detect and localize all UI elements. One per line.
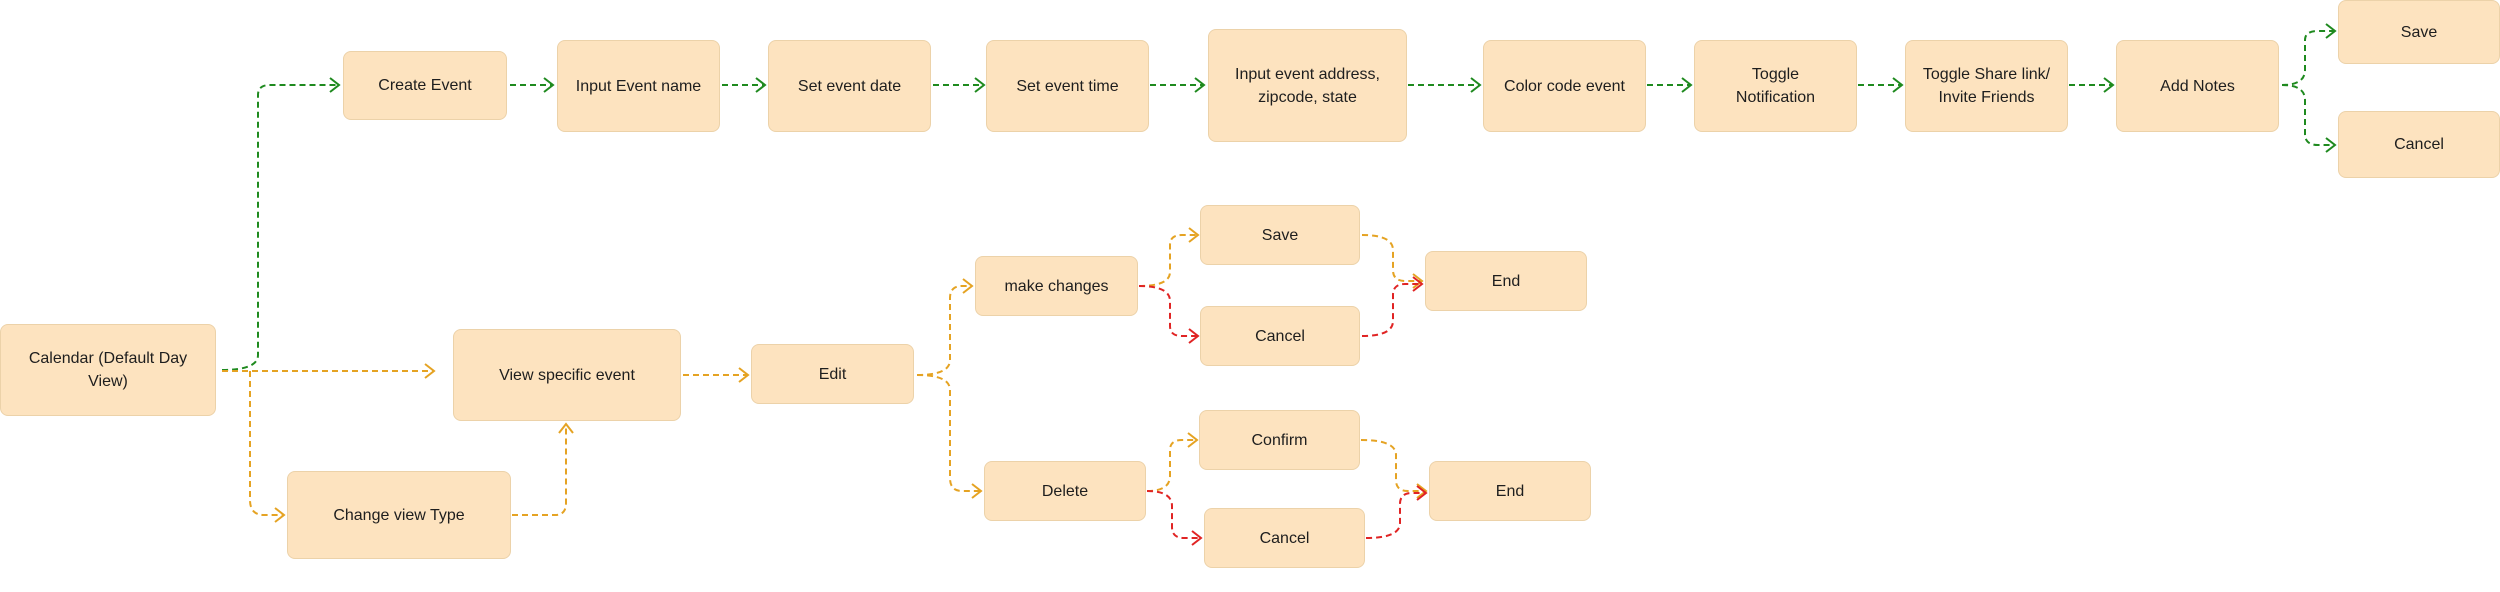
node-label: Input event address, zipcode, state xyxy=(1235,65,1380,106)
node-label: make changes xyxy=(1004,277,1109,295)
node-input-event-address: Input event address, zipcode, state xyxy=(1208,29,1407,142)
node-set-event-time: Set event time xyxy=(986,40,1149,132)
node-label: End xyxy=(1491,272,1521,290)
node-label: Create Event xyxy=(378,77,472,94)
node-create-event: Create Event xyxy=(343,51,507,120)
arrowhead xyxy=(1188,227,1200,243)
arrowhead xyxy=(2325,23,2337,39)
arrowhead xyxy=(738,367,750,383)
arrowhead xyxy=(2325,137,2337,153)
edge-notes-to-cancel xyxy=(2281,84,2334,146)
node-make-changes: make changes xyxy=(975,256,1138,316)
edge-cancel-to-end xyxy=(1361,283,1421,337)
node-label: End xyxy=(1495,482,1525,500)
node-view-specific-event: View specific event xyxy=(453,329,681,421)
arrowhead xyxy=(1416,483,1428,499)
edge-edit-to-delete xyxy=(916,374,980,492)
node-create-save: Save xyxy=(2338,0,2500,64)
node-label: Input Event name xyxy=(575,77,702,95)
edge-changes-to-save xyxy=(1138,234,1197,287)
arrowhead xyxy=(971,483,983,499)
node-change-view-type: Change view Type xyxy=(287,471,511,559)
view-flow-connectors xyxy=(222,227,1428,523)
node-label: Cancel xyxy=(2394,136,2444,153)
edge-changes-to-cancel xyxy=(1138,285,1197,337)
node-delete-cancel: Cancel xyxy=(1204,508,1365,568)
node-input-event-name: Input Event name xyxy=(557,40,720,132)
arrowhead xyxy=(558,422,574,434)
node-add-notes: Add Notes xyxy=(2116,40,2279,132)
node-label: Toggle Share link/ Invite Friends xyxy=(1922,66,2051,106)
arrowhead xyxy=(1187,432,1199,448)
arrowhead xyxy=(1188,328,1200,344)
node-label: Edit xyxy=(818,365,847,383)
node-label: Delete xyxy=(1041,482,1089,500)
arrowhead xyxy=(1412,276,1424,292)
node-label: Add Notes xyxy=(2160,77,2235,95)
arrowhead xyxy=(329,77,341,93)
node-calendar-default-day-view: Calendar (Default Day View) xyxy=(0,324,216,416)
create-flow-connectors xyxy=(221,23,2337,371)
node-changes-cancel: Cancel xyxy=(1200,306,1360,366)
arrowhead xyxy=(1892,77,1904,93)
cancel-flow-connectors xyxy=(1138,276,1428,546)
node-label: Set event time xyxy=(1016,77,1119,95)
node-label: Cancel xyxy=(1259,529,1310,547)
edge-calendar-to-change-view xyxy=(249,371,283,516)
arrowhead xyxy=(1416,485,1428,501)
edge-save-to-end xyxy=(1361,234,1421,282)
arrowhead xyxy=(974,77,986,93)
node-label: Toggle Notification xyxy=(1735,66,1816,106)
arrowhead xyxy=(962,278,974,294)
node-delete-confirm: Confirm xyxy=(1199,410,1360,470)
node-label: Cancel xyxy=(1255,327,1305,345)
node-changes-save: Save xyxy=(1200,205,1360,265)
node-set-event-date: Set event date xyxy=(768,40,931,132)
node-create-cancel: Cancel xyxy=(2338,111,2500,178)
arrowhead xyxy=(1191,530,1203,546)
node-delete-end: End xyxy=(1429,461,1591,521)
edge-delete-cancel-to-end xyxy=(1365,492,1425,539)
arrowhead xyxy=(1681,77,1693,93)
node-label: Save xyxy=(2400,23,2438,41)
arrowhead xyxy=(1470,77,1482,93)
node-toggle-share-link: Toggle Share link/ Invite Friends xyxy=(1905,40,2068,132)
edge-notes-to-save xyxy=(2281,30,2334,86)
edge-delete-to-cancel xyxy=(1146,490,1200,539)
arrowhead xyxy=(755,77,767,93)
edge-delete-to-confirm xyxy=(1146,439,1196,492)
arrowhead xyxy=(1194,77,1206,93)
node-color-code-event: Color code event xyxy=(1483,40,1646,132)
edge-confirm-to-end xyxy=(1360,439,1425,492)
edge-edit-to-make-changes xyxy=(916,285,971,376)
arrowhead xyxy=(543,77,555,93)
node-label: Confirm xyxy=(1251,431,1308,449)
arrowhead xyxy=(1412,273,1424,289)
node-label: Calendar (Default Day View) xyxy=(28,350,188,390)
node-changes-end: End xyxy=(1425,251,1587,311)
edge-calendar-to-create-event xyxy=(221,84,338,371)
node-label: Set event date xyxy=(797,77,902,95)
node-edit: Edit xyxy=(751,344,914,404)
arrowhead xyxy=(424,363,436,379)
node-label: View specific event xyxy=(499,366,635,384)
node-label: Save xyxy=(1261,226,1299,244)
edge-change-view-to-view xyxy=(512,425,567,516)
arrowhead xyxy=(2103,77,2115,93)
node-label: Change view Type xyxy=(333,506,465,524)
arrowhead xyxy=(274,507,286,523)
node-label: Color code event xyxy=(1504,77,1625,95)
node-delete: Delete xyxy=(984,461,1146,521)
node-toggle-notification: Toggle Notification xyxy=(1694,40,1857,132)
